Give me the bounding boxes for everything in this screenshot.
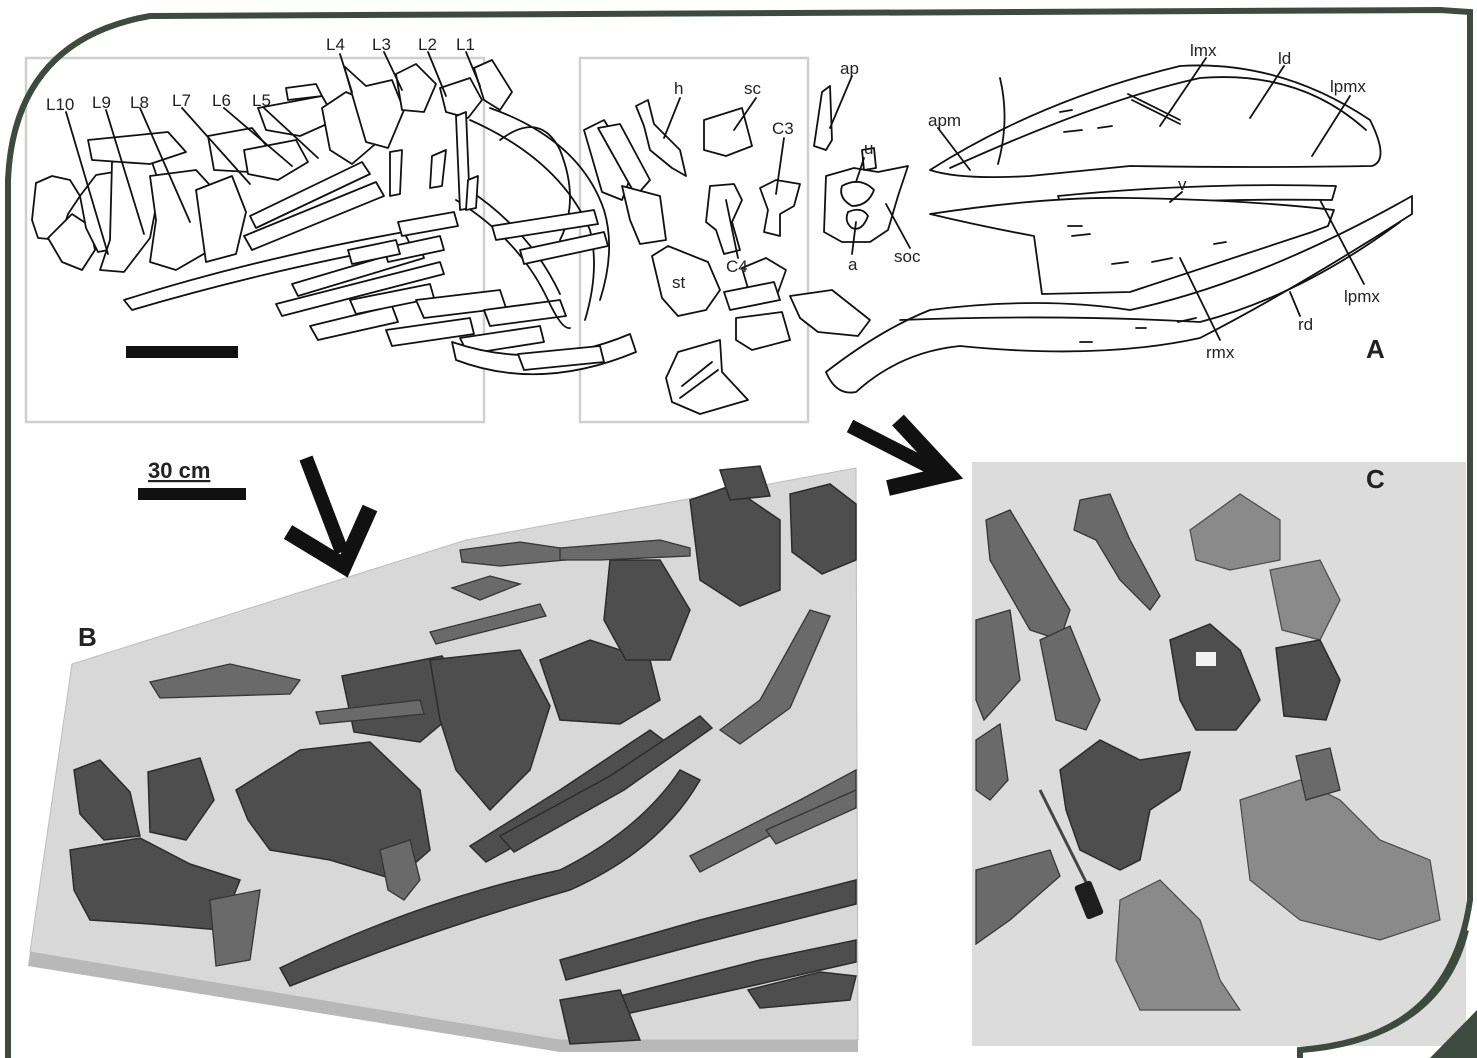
label-a: a bbox=[848, 255, 858, 274]
label-sc: sc bbox=[744, 79, 762, 98]
label-l4: L4 bbox=[326, 35, 345, 54]
label-l2: L2 bbox=[418, 35, 437, 54]
label-l9: L9 bbox=[92, 93, 111, 112]
label-ap: ap bbox=[840, 59, 859, 78]
label-l7: L7 bbox=[172, 91, 191, 110]
label-l8: L8 bbox=[130, 93, 149, 112]
panel-b-photo bbox=[28, 466, 858, 1052]
label-u: u bbox=[864, 139, 873, 158]
arrow-to-panel-b bbox=[288, 458, 370, 566]
label-ld: ld bbox=[1278, 49, 1291, 68]
panel-c-photo bbox=[972, 462, 1466, 1046]
panel-label-b: B bbox=[78, 622, 97, 652]
label-l1: L1 bbox=[456, 35, 475, 54]
panel-label-c: C bbox=[1366, 464, 1385, 494]
label-l6: L6 bbox=[212, 91, 231, 110]
label-lpmx-lower: lpmx bbox=[1344, 287, 1380, 306]
scale-bar bbox=[138, 488, 246, 500]
label-rmx: rmx bbox=[1206, 343, 1235, 362]
drawing-scale-bar bbox=[126, 346, 238, 358]
label-v: v bbox=[1178, 175, 1187, 194]
arrow-to-panel-c bbox=[850, 420, 948, 488]
label-st: st bbox=[672, 273, 686, 292]
label-soc: soc bbox=[894, 247, 921, 266]
label-l10: L10 bbox=[46, 95, 74, 114]
label-apm: apm bbox=[928, 111, 961, 130]
panel-a-drawing bbox=[26, 52, 1412, 422]
label-c4: C4 bbox=[726, 257, 748, 276]
scale-bar-label: 30 cm bbox=[148, 458, 210, 483]
label-h: h bbox=[674, 79, 683, 98]
label-rd: rd bbox=[1298, 315, 1313, 334]
specimen-label-tag bbox=[1196, 652, 1216, 666]
label-l3: L3 bbox=[372, 35, 391, 54]
label-c3: C3 bbox=[772, 119, 794, 138]
label-lmx: lmx bbox=[1190, 41, 1217, 60]
label-lpmx-upper: lpmx bbox=[1330, 77, 1366, 96]
panel-label-a: A bbox=[1366, 334, 1385, 364]
label-l5: L5 bbox=[252, 91, 271, 110]
